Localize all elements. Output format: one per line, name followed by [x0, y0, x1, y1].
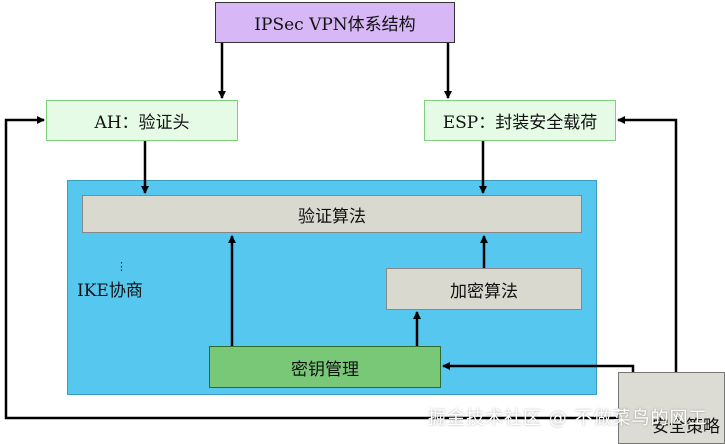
ah-header-label: AH：验证头: [94, 113, 190, 133]
ike-negotiation-label: IKE协商: [77, 281, 143, 301]
auth-algorithm-box: 验证算法: [82, 195, 582, 233]
arrow-policy-to-esp: [617, 116, 678, 372]
esp-payload-label: ESP：封装安全载荷: [442, 113, 598, 133]
ipsec-vpn-architecture-label: IPSec VPN体系结构: [254, 15, 416, 35]
key-management-box: 密钥管理: [209, 346, 441, 388]
auth-algorithm-label: 验证算法: [298, 206, 366, 227]
esp-payload-box: ESP：封装安全载荷: [424, 100, 616, 141]
ah-header-box: AH：验证头: [46, 100, 238, 141]
security-policy-label: 安全策略: [652, 417, 720, 437]
link-icon: ⋮: [116, 260, 127, 273]
encryption-algorithm-label: 加密算法: [450, 281, 518, 302]
watermark-text: 掘金技术社区 @ 不做菜鸟的网工: [428, 408, 708, 429]
ipsec-vpn-architecture-box: IPSec VPN体系结构: [215, 2, 455, 43]
encryption-algorithm-box: 加密算法: [386, 268, 582, 310]
key-management-label: 密钥管理: [291, 359, 359, 380]
